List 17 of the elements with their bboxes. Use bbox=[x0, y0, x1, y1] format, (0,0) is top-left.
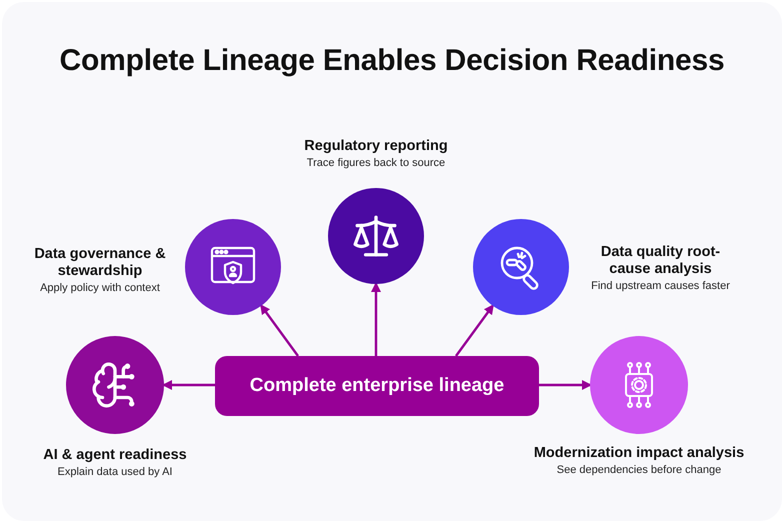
node-heading: Modernization impact analysis bbox=[534, 445, 744, 462]
node-description: Apply policy with context bbox=[40, 281, 160, 296]
node-heading: Data quality root-cause analysis bbox=[600, 244, 722, 278]
node-heading: Data governance & stewardship bbox=[33, 246, 167, 280]
arrow bbox=[455, 304, 494, 357]
node-description: Explain data used by AI bbox=[58, 465, 172, 480]
node-description: Find upstream causes faster bbox=[591, 279, 730, 294]
arrow bbox=[162, 380, 215, 390]
hub-box: Complete enterprise lineage bbox=[215, 356, 539, 416]
arrow bbox=[371, 282, 381, 356]
node-heading: AI & agent readiness bbox=[43, 447, 187, 464]
arrow bbox=[260, 304, 299, 357]
arrow bbox=[539, 380, 592, 390]
node-description: Trace figures back to source bbox=[306, 156, 446, 171]
diagram-title: Complete Lineage Enables Decision Readiness bbox=[58, 44, 726, 78]
node-description: See dependencies before change bbox=[556, 463, 722, 478]
node-heading: Regulatory reporting bbox=[304, 138, 448, 155]
